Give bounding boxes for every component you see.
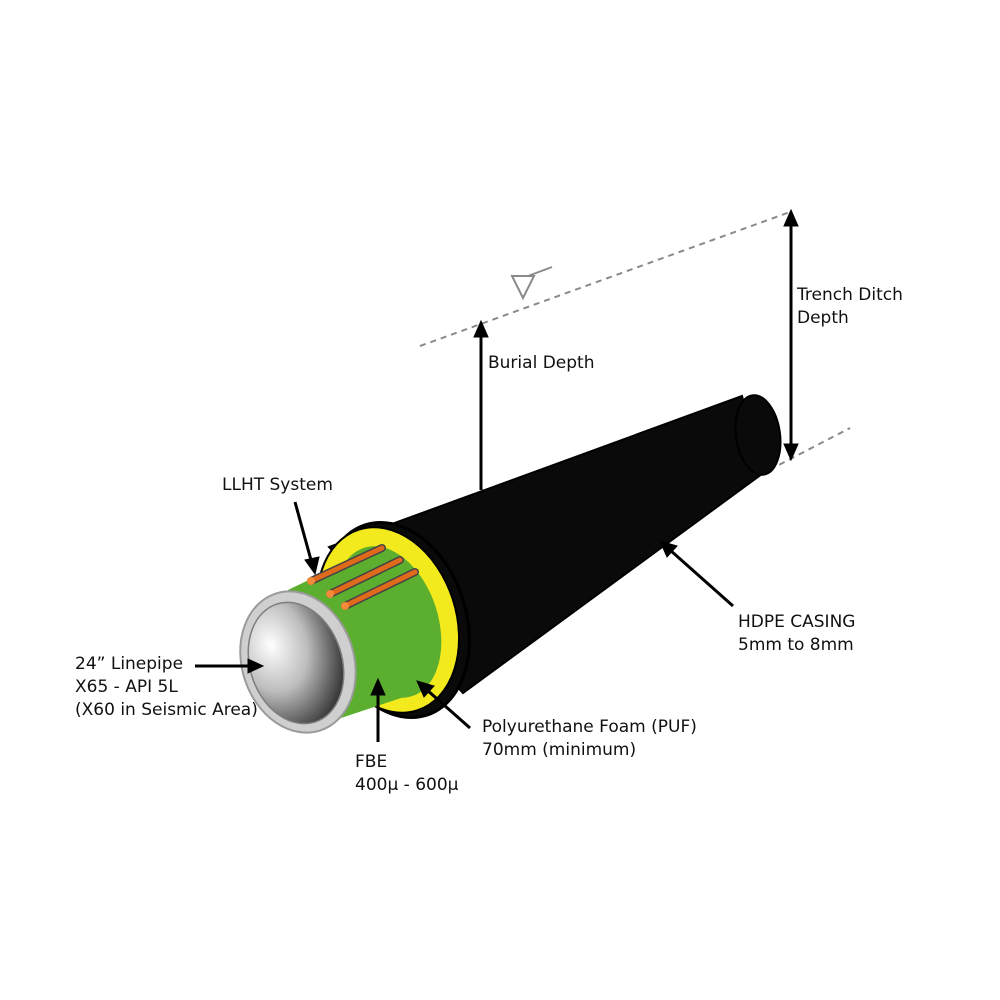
llht-system-label: LLHT System [222,474,333,497]
trench-bottom-line [749,427,851,481]
hdpe-casing-label-line-1: HDPE CASING [738,612,856,632]
hdpe-casing-label: HDPE CASING 5mm to 8mm [738,611,855,657]
linepipe-end [239,590,357,734]
llht-system-label-line-1: LLHT System [222,475,333,495]
puf-leader-arrow [416,680,471,730]
linepipe-label-line-1: 24” Linepipe [75,654,184,674]
burial-depth-label: Burial Depth [488,352,594,375]
trench-depth-label: Trench Ditch Depth [797,284,903,330]
burial-depth-label-line-1: Burial Depth [488,353,595,373]
puf-label: Polyurethane Foam (PUF) 70mm (minimum) [482,716,697,762]
trench-depth-arrow [783,208,799,462]
linepipe-label-line-2: X65 - API 5L [75,677,178,697]
linepipe-label: 24” Linepipe X65 - API 5L (X60 in Seismi… [75,653,258,722]
fbe-label: FBE 400µ - 600µ [355,751,458,797]
fbe-label-line-1: FBE [355,752,388,772]
hdpe-leader-arrow [659,540,734,608]
linepipe-leader-arrow [195,658,265,674]
hdpe-casing-label-line-2: 5mm to 8mm [738,635,854,655]
fbe-label-line-2: 400µ - 600µ [355,775,459,795]
puf-label-line-2: 70mm (minimum) [482,740,637,760]
burial-depth-arrow [473,319,489,490]
ground-surface-line [419,211,791,347]
llht-cables [307,544,419,610]
water-level-triangle-icon [510,266,553,301]
llht-leader-arrow [293,501,320,576]
trench-depth-label-line-2: Depth [797,308,849,328]
linepipe-label-line-3: (X60 in Seismic Area) [75,700,258,720]
fbe-leader-arrow [370,677,386,742]
trench-depth-label-line-1: Trench Ditch [797,285,903,305]
puf-label-line-1: Polyurethane Foam (PUF) [482,717,697,737]
